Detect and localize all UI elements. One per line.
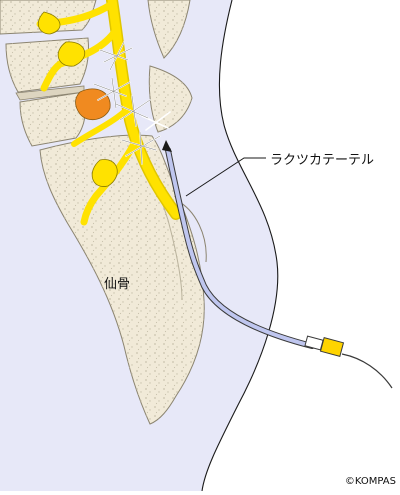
nerve-roots: [36, 0, 182, 226]
copyright-text: ©KOMPAS: [345, 476, 396, 487]
sacrum: [39, 134, 207, 425]
catheter: [162, 140, 393, 389]
adhesion-strands-outline: [93, 41, 161, 165]
connector-hub: [319, 337, 345, 357]
nerve-root-1-ganglion: [37, 11, 61, 35]
catheter-tube: [166, 148, 314, 348]
nerve-root-4-ganglion: [91, 159, 118, 187]
spinous-process-1-texture: [148, 0, 190, 58]
vertebra-3-texture: [20, 92, 86, 146]
spinous-processes: [147, 0, 193, 133]
nerve-root-2-ganglion: [57, 41, 86, 67]
cauda-equina-core: [107, 0, 181, 219]
catheter-label: ラクツカテーテル: [270, 153, 374, 168]
catheter-tip-arrow: [162, 140, 172, 152]
nerve-root-2: [40, 26, 120, 92]
ganglion-orange: [75, 88, 111, 121]
spinous-process-2-texture: [149, 66, 192, 132]
catheter-leader-line: [185, 157, 266, 197]
sacrum-texture: [40, 135, 205, 424]
skin-outline: [201, 0, 279, 492]
nerve-root-3: [71, 109, 127, 147]
catheter-line: [341, 353, 393, 389]
sacrum-label: 仙骨: [104, 277, 130, 292]
